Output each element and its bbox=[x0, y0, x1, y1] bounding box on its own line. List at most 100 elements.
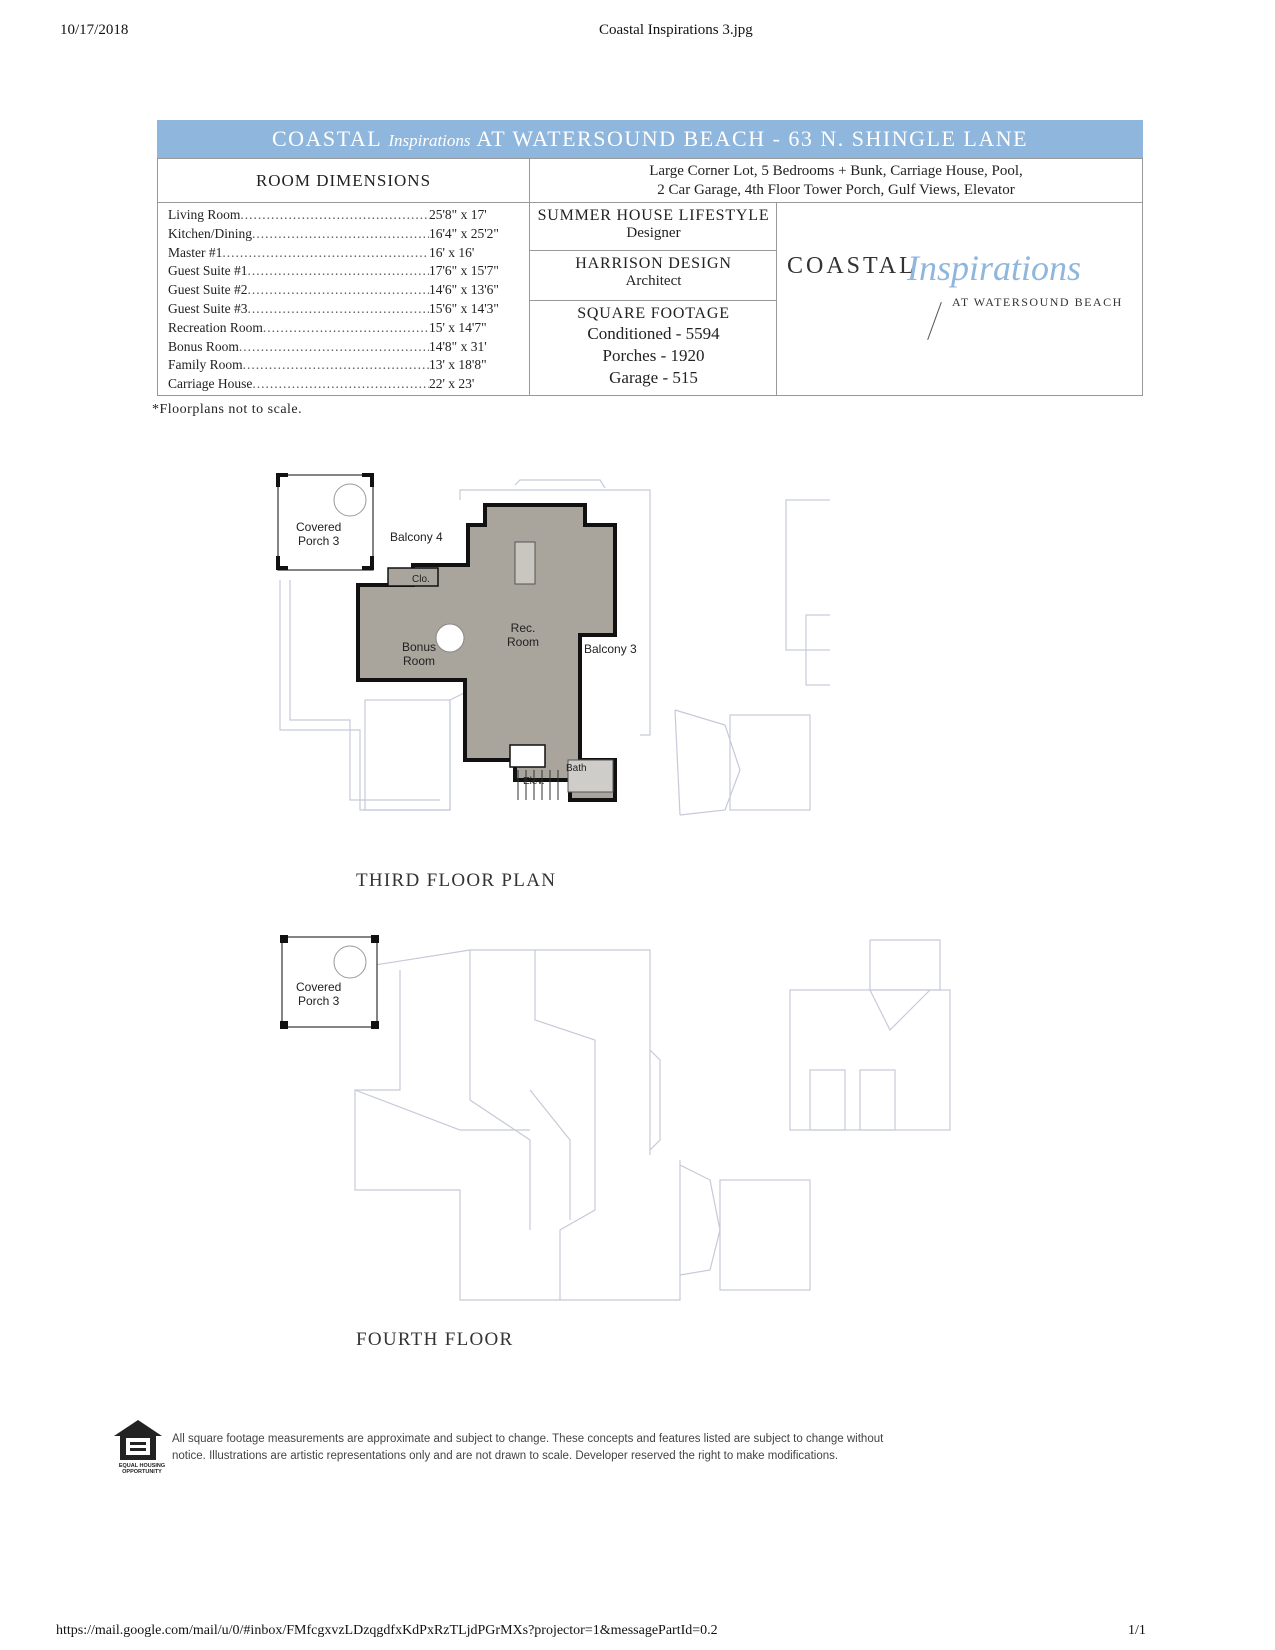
room-name: Master #1 bbox=[168, 244, 223, 260]
equal-housing-icon bbox=[114, 1420, 162, 1460]
leader-dots bbox=[239, 338, 429, 357]
label-elevator: Elev. bbox=[523, 776, 545, 787]
leader-dots bbox=[252, 375, 429, 394]
elevator-outline bbox=[509, 744, 546, 768]
room-row: Carriage House 22' x 23' bbox=[168, 375, 519, 394]
room-name: Living Room bbox=[168, 207, 241, 222]
third-floor-outlines bbox=[279, 479, 830, 816]
covered-porch-line-1: Covered bbox=[296, 520, 342, 534]
room-row: Recreation Room 15' x 14'7" bbox=[168, 319, 519, 338]
designer-credit: SUMMER HOUSE LIFESTYLE Designer bbox=[530, 203, 777, 251]
third-floor-plan bbox=[276, 473, 830, 816]
disclaimer-line-1: All square footage measurements are appr… bbox=[172, 1433, 884, 1445]
closet-outline bbox=[387, 567, 439, 587]
scale-note: *Floorplans not to scale. bbox=[152, 402, 303, 417]
leader-dots bbox=[248, 281, 430, 300]
coastal-inspirations-logo: COASTAL Inspirations AT WATERSOUND BEACH bbox=[777, 203, 1142, 395]
room-dimension: 25'8" x 17' bbox=[429, 207, 487, 222]
label-balcony-4: Balcony 4 bbox=[390, 530, 443, 544]
room-name: Family Room bbox=[168, 357, 243, 373]
room-row: Guest Suite #3 15'6" x 14'3" bbox=[168, 300, 519, 319]
architect-name: HARRISON DESIGN bbox=[575, 255, 732, 272]
spiral-stair-icon bbox=[333, 483, 367, 517]
fourth-spiral-stair-icon bbox=[333, 945, 367, 979]
rec-table-icon bbox=[514, 541, 536, 585]
print-date: 10/17/2018 bbox=[60, 22, 129, 38]
fourth-porch-posts bbox=[280, 935, 379, 1029]
rec-room-line-1: Rec. bbox=[510, 621, 536, 635]
rec-room-line-2: Room bbox=[507, 635, 540, 649]
architect-credit: HARRISON DESIGN Architect bbox=[530, 251, 777, 301]
designer-name: SUMMER HOUSE LIFESTYLE bbox=[537, 207, 770, 224]
bonus-room-line-2: Room bbox=[403, 654, 436, 668]
covered-porch-4f-line-1: Covered bbox=[296, 980, 342, 994]
room-dimension: 15' x 14'7" bbox=[429, 319, 487, 335]
leader-dots bbox=[248, 262, 430, 281]
third-floor-rooms bbox=[356, 503, 617, 802]
fourth-porch-outline bbox=[281, 936, 378, 1028]
room-dimension: 22' x 23' bbox=[429, 376, 475, 392]
stair-treads bbox=[517, 770, 559, 800]
bonus-table-icon bbox=[435, 623, 465, 653]
label-covered-porch-4f: Covered Porch 3 bbox=[296, 980, 341, 1008]
features-summary: Large Corner Lot, 5 Bedrooms + Bunk, Car… bbox=[530, 159, 1142, 203]
covered-porch-outline bbox=[277, 474, 374, 571]
leader-dots bbox=[240, 206, 429, 225]
room-name: Carriage House bbox=[168, 376, 253, 392]
banner-address: AT WATERSOUND BEACH - 63 N. SHINGLE LANE bbox=[476, 126, 1029, 151]
equal-housing-caption: EQUAL HOUSING OPPORTUNITY bbox=[118, 1463, 166, 1475]
features-line-2: 2 Car Garage, 4th Floor Tower Porch, Gul… bbox=[657, 182, 1015, 198]
covered-porch-line-2: Porch 3 bbox=[298, 534, 340, 548]
banner-brand: COASTAL bbox=[271, 126, 382, 151]
disclaimer: All square footage measurements are appr… bbox=[172, 1431, 892, 1465]
room-list: Living Room 25'8" x 17' Kitchen/Dining16'4… bbox=[158, 203, 530, 395]
sqft-title: SQUARE FOOTAGE bbox=[577, 305, 730, 322]
print-url[interactable]: https://mail.google.com/mail/u/0/#inbox/… bbox=[56, 1623, 718, 1638]
room-dimension: 16' x 16' bbox=[429, 244, 475, 260]
bath-outline bbox=[567, 759, 614, 793]
label-balcony-3: Balcony 3 bbox=[584, 642, 637, 656]
print-title: Coastal Inspirations 3.jpg bbox=[599, 22, 753, 38]
label-bath: Bath bbox=[566, 763, 587, 774]
label-bonus-room: Bonus Room bbox=[402, 640, 436, 668]
sqft-garage: Garage - 515 bbox=[609, 368, 698, 387]
room-name: Guest Suite #3 bbox=[168, 300, 248, 316]
room-row: Family Room13' x 18'8" bbox=[168, 356, 519, 375]
room-dimension: 17'6" x 15'7" bbox=[429, 263, 499, 279]
logo-sub: AT WATERSOUND BEACH bbox=[952, 295, 1123, 309]
bonus-room-line-1: Bonus bbox=[402, 640, 437, 654]
sqft-porches: Porches - 1920 bbox=[602, 346, 705, 365]
room-row: Guest Suite #1 17'6" x 15'7" bbox=[168, 262, 519, 281]
logo-divider bbox=[927, 302, 942, 340]
room-dimension: 14'6" x 13'6" bbox=[429, 282, 499, 298]
room-dimensions-title: ROOM DIMENSIONS bbox=[158, 159, 530, 203]
designer-role: Designer bbox=[626, 225, 681, 241]
room-name: Recreation Room bbox=[168, 319, 263, 335]
leader-dots bbox=[252, 225, 429, 244]
label-covered-porch: Covered Porch 3 bbox=[296, 520, 341, 548]
features-line-1: Large Corner Lot, 5 Bedrooms + Bunk, Car… bbox=[649, 163, 1023, 179]
fourth-floor-title: FOURTH FLOOR bbox=[356, 1329, 514, 1350]
room-name: Bonus Room bbox=[168, 338, 239, 354]
room-row: Kitchen/Dining16'4" x 25'2" bbox=[168, 225, 519, 244]
square-footage: SQUARE FOOTAGE Conditioned - 5594 Porche… bbox=[530, 301, 777, 395]
label-rec-room: Rec. Room bbox=[507, 621, 539, 649]
logo-main: COASTAL bbox=[787, 253, 917, 279]
room-dimension: 14'8" x 31' bbox=[429, 338, 487, 354]
room-dimension: 15'6" x 14'3" bbox=[429, 300, 499, 316]
room-name: Guest Suite #1 bbox=[168, 263, 248, 279]
page-number: 1/1 bbox=[1128, 1623, 1146, 1638]
banner-script: Inspirations bbox=[388, 131, 471, 150]
room-row: Master #1 16' x 16' bbox=[168, 244, 519, 263]
leader-dots bbox=[263, 319, 429, 338]
room-row: Bonus Room 14'8" x 31' bbox=[168, 338, 519, 357]
room-dimension: 16'4" x 25'2" bbox=[429, 225, 499, 241]
label-closet: Clo. bbox=[412, 574, 430, 585]
room-name: Guest Suite #2 bbox=[168, 282, 248, 298]
third-floor-title: THIRD FLOOR PLAN bbox=[356, 870, 557, 891]
room-row: Guest Suite #2 14'6" x 13'6" bbox=[168, 281, 519, 300]
fourth-floor-plan bbox=[280, 935, 951, 1301]
disclaimer-line-2: notice. Illustrations are artistic repre… bbox=[172, 1450, 839, 1462]
architect-role: Architect bbox=[625, 273, 682, 289]
fourth-floor-roof-lines bbox=[354, 939, 951, 1301]
